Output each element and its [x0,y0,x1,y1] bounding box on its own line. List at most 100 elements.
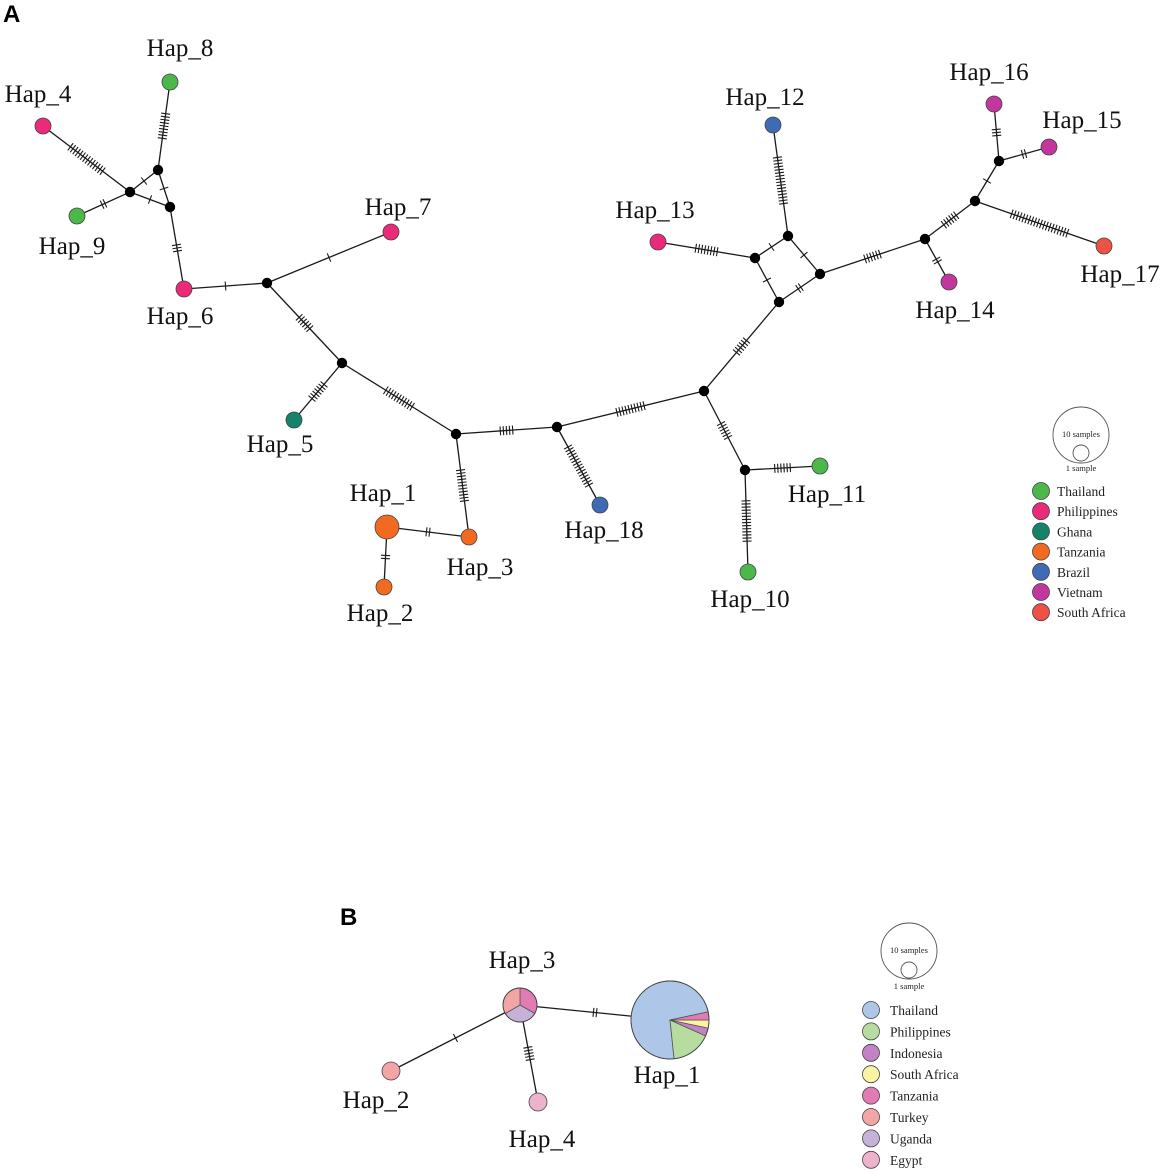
legend-item: Thailand [1032,482,1105,500]
haplotype-node-hap-7 [382,223,400,241]
mutation-tick [295,313,303,321]
edge-m13-m14 [819,238,926,275]
legend-label: Tanzania [1057,545,1106,560]
mutation-tick [709,246,713,256]
haplotype-node-hap-3 [502,987,538,1023]
edge-m6-m7 [455,425,558,436]
legend-swatch [862,1150,880,1169]
haplotype-node-hap-4 [528,1092,548,1112]
mutation-tick [720,429,730,435]
median-vector-node [969,195,981,207]
mutation-tick [388,389,394,398]
scale-label-large: 10 samples [1062,429,1100,439]
panel-b-letter: B [340,904,357,931]
legend-swatch [862,1001,880,1019]
edge-m11-m12 [754,235,789,259]
mutation-tick [1018,212,1023,222]
scale-circle-small [900,961,918,979]
edge-m5-Hap_5 [293,362,343,421]
haplotype-label: Hap_9 [39,233,106,260]
legend-item: South Africa [1032,603,1126,622]
mutation-tick [773,162,783,165]
haplotype-label: Hap_3 [447,554,514,581]
pie-slice [381,1061,401,1081]
edge-m16-Hap_16 [991,103,1002,162]
mutation-tick [1050,223,1055,233]
mutation-tick [578,471,588,477]
median-vector-node [336,357,348,369]
mutation-tick [950,213,957,222]
edge-line [76,191,131,217]
mutation-tick [1027,215,1032,225]
haplotype-node-hap-5 [285,411,303,429]
legend-swatch [862,1022,880,1041]
scale-circle-small [1072,444,1090,462]
mutation-tick [456,475,466,478]
mutation-tick [158,134,168,137]
mutation-tick [694,243,698,253]
mutation-tick [299,318,308,326]
legend-item: Turkey [862,1108,929,1126]
mutation-tick [160,115,170,118]
scale-label-large: 10 samples [890,945,928,955]
mutation-tick [700,244,704,254]
mutation-tick [428,527,431,537]
mutation-tick [773,159,783,162]
legend-item: Vietnam [1032,583,1103,601]
mutation-tick [571,457,580,464]
scale-label-small: 1 sample [1066,463,1097,473]
mutation-tick [933,259,942,265]
mutation-tick [157,137,167,140]
mutation-tick [172,246,182,250]
mutation-tick [774,168,784,171]
legend-item: Egypt [862,1150,922,1169]
mutation-tick [72,146,79,155]
edge-Hap_9-m1 [76,191,131,217]
haplotype-node-hap-9 [68,207,86,225]
mutation-tick [1012,210,1017,220]
legend-item: Thailand [862,1001,938,1019]
mutation-tick [147,195,153,204]
mutation-tick [732,349,741,356]
mutation-tick [1030,216,1035,226]
mutation-tick [301,320,310,328]
edge-m1-m3 [129,191,171,208]
haplotype-label: Hap_15 [1042,107,1121,134]
mutation-tick [320,381,328,388]
mutation-tick [774,171,784,174]
edge-Hap_3-Hap_2 [390,1004,521,1072]
mutation-tick [1056,225,1061,235]
mutation-tick [393,392,400,401]
legend-label: Brazil [1057,565,1090,580]
mutation-tick [84,156,91,164]
edge-line [924,200,976,240]
legend-swatch [1032,583,1050,601]
mutation-tick [396,394,402,403]
panel-a-legend: ThailandPhilippinesGhanaTanzaniaBrazilVi… [1032,482,1126,622]
mutation-tick [945,217,952,225]
mutation-tick [425,527,428,537]
mutation-tick [734,346,743,354]
legend-label: South Africa [890,1067,959,1082]
mutation-tick [457,484,468,487]
haplotype-label: Hap_1 [350,480,417,507]
mutation-tick [458,487,468,490]
mutation-tick [738,341,747,349]
legend-label: South Africa [1057,605,1126,620]
haplotype-node-hap-4 [34,117,52,135]
mutation-tick [595,1008,598,1018]
mutation-tick [316,385,324,393]
mutation-tick [639,401,643,411]
mutation-tick [318,383,326,391]
haplotype-label: Hap_2 [347,600,414,627]
median-vector-node [261,277,273,289]
mutation-tick [592,1007,595,1017]
mutation-tick [863,254,868,264]
mutation-tick [615,407,619,417]
panel-b-size-scale: 10 samples 1 sample [880,922,938,991]
legend-swatch [1032,482,1050,500]
edge-line [744,465,821,471]
haplotype-label: Hap_5 [247,431,314,458]
edge-m9-Hap_10 [741,469,752,573]
